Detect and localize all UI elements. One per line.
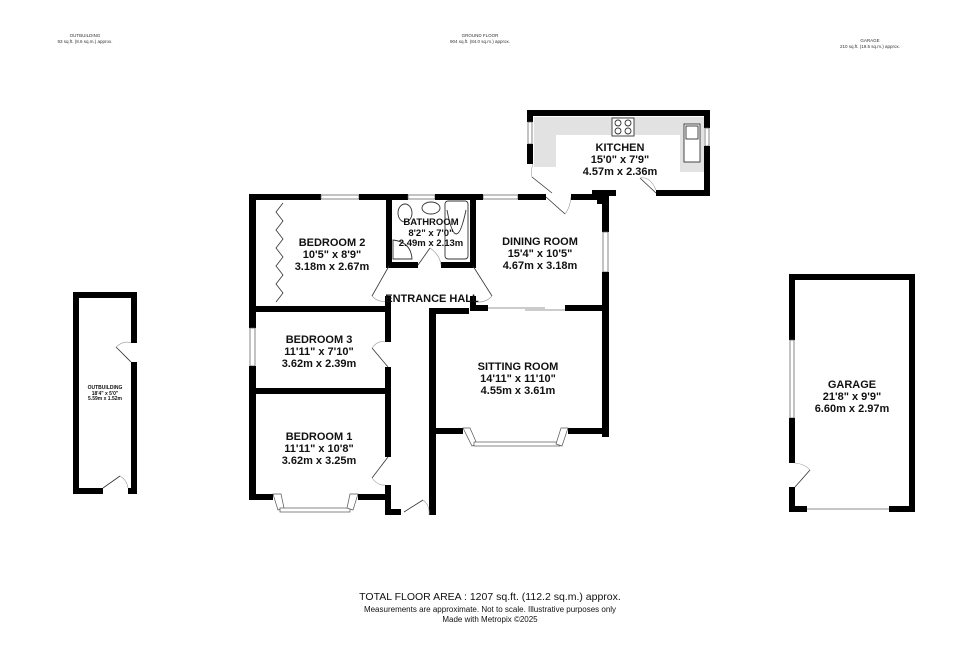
outbuilding-end-door-icon [102, 475, 121, 489]
garage-area-caption: GARAGE 210 sq.ft. (19.5 sq.m.) approx. [815, 38, 925, 49]
kitchen-metric: 4.57m x 2.36m [582, 166, 658, 178]
disclaimer: Measurements are approximate. Not to sca… [363, 605, 617, 614]
bedroom2-window-icon [320, 194, 360, 200]
room-label-bedroom-2: BEDROOM 2 10'5" x 8'9" 3.18m x 2.67m [295, 237, 370, 273]
bedroom3-metric: 3.62m x 2.39m [281, 358, 357, 370]
footer: TOTAL FLOOR AREA : 1207 sq.ft. (112.2 sq… [0, 591, 980, 625]
credit: Made with Metropix ©2025 [442, 615, 538, 624]
garage-name: GARAGE [827, 379, 877, 391]
total-floor-area: TOTAL FLOOR AREA : 1207 sq.ft. (112.2 sq… [359, 591, 621, 603]
room-label-garage: GARAGE 21'8" x 9'9" 6.60m x 2.97m [815, 379, 890, 415]
garage-caption-title: GARAGE [860, 38, 880, 43]
outbuilding-caption-title: OUTBUILDING [69, 33, 101, 38]
ground-floor-plan [249, 110, 710, 516]
bathroom-door-icon [417, 247, 431, 266]
bedroom3-imperial: 11'11" x 7'10" [284, 346, 354, 358]
dining-metric: 4.67m x 3.18m [502, 260, 578, 272]
garage-caption-area: 210 sq.ft. (19.5 sq.m.) approx. [839, 43, 901, 49]
sitting-metric: 4.55m x 3.61m [480, 385, 556, 397]
bedroom1-imperial: 11'11" x 10'8" [284, 443, 354, 455]
garage-plan [789, 274, 915, 512]
bedroom1-bay-left-icon [272, 493, 285, 511]
bedroom1-name: BEDROOM 1 [285, 431, 353, 443]
room-label-dining-room: DINING ROOM 15'4" x 10'5" 4.67m x 3.18m [502, 236, 578, 272]
room-label-bedroom-3: BEDROOM 3 11'11" x 7'10" 3.62m x 2.39m [282, 334, 357, 370]
ground-floor-caption-title: GROUND FLOOR [461, 33, 499, 38]
dining-side-window-icon [602, 231, 609, 273]
garage-imperial: 21'8" x 9'9" [822, 391, 882, 403]
bathroom-metric: 2.49m x 2.13m [398, 238, 464, 249]
bathroom-name: BATHROOM [403, 217, 459, 228]
dining-kitchen-door-icon [545, 196, 566, 215]
dining-name: DINING ROOM [502, 236, 578, 248]
kitchen-dining-door-icon [531, 176, 553, 194]
ground-floor-area-caption: GROUND FLOOR 904 sq.ft. (84.0 sq.m.) app… [420, 33, 540, 44]
bedroom3-name: BEDROOM 3 [285, 334, 353, 346]
outbuilding-plan [73, 292, 137, 494]
room-label-bathroom: BATHROOM 8'2" x 7'0" 2.49m x 2.13m [398, 217, 464, 250]
wardrobe-doors-icon [275, 202, 284, 303]
ground-floor-caption-area: 904 sq.ft. (84.0 sq.m.) approx. [449, 38, 511, 44]
bedroom2-metric: 3.18m x 2.67m [294, 261, 370, 273]
outbuilding-caption-area: 93 sq.ft. (8.6 sq.m.) approx. [57, 38, 113, 44]
room-label-sitting-room: SITTING ROOM 14'11" x 11'10" 4.55m x 3.6… [478, 361, 559, 397]
kitchen-window-right-icon [704, 127, 710, 147]
bathroom-imperial: 8'2" x 7'0" [408, 227, 454, 239]
garage-window-icon [789, 339, 795, 419]
shower-icon [392, 239, 413, 260]
kitchen-imperial: 15'0" x 7'9" [590, 154, 650, 166]
front-door-icon [403, 499, 424, 513]
entrance-name: ENTRANCE HALL [385, 293, 479, 305]
toilet-icon [397, 203, 413, 223]
bedroom2-name: BEDROOM 2 [298, 237, 366, 249]
outbuilding-imperial: 18'4" x 5'0" [91, 390, 119, 397]
sitting-bay-window-icon [473, 441, 561, 447]
hob-icon [611, 117, 635, 137]
garage-metric: 6.60m x 2.97m [814, 403, 890, 415]
bedroom1-door-icon [371, 456, 389, 479]
outbuilding-side-door-icon [115, 346, 132, 363]
room-label-entrance-hall: ENTRANCE HALL [385, 293, 479, 305]
dining-imperial: 15'4" x 10'5" [507, 248, 573, 260]
bedroom3-door-icon [371, 347, 389, 368]
kitchen-back-door-icon [639, 177, 657, 194]
room-label-kitchen: KITCHEN 15'0" x 7'9" 4.57m x 2.36m [583, 142, 658, 178]
outbuilding-area-caption: OUTBUILDING 93 sq.ft. (8.6 sq.m.) approx… [30, 33, 140, 44]
bedroom1-metric: 3.62m x 3.25m [281, 455, 357, 467]
bathroom-window-icon [407, 194, 436, 200]
outbuilding-name: OUTBUILDING [87, 385, 123, 391]
sitting-name: SITTING ROOM [477, 361, 559, 373]
basin-icon [421, 201, 441, 215]
room-label-bedroom-1: BEDROOM 1 11'11" x 10'8" 3.62m x 3.25m [282, 431, 357, 467]
sitting-imperial: 14'11" x 11'10" [480, 373, 556, 385]
garage-side-door-icon [794, 469, 811, 488]
kitchen-name: KITCHEN [595, 142, 645, 154]
bedroom2-door-icon [371, 265, 390, 297]
dining-window-icon [482, 194, 519, 200]
kitchen-window-left-icon [527, 121, 533, 145]
bedroom1-bay-window-icon [279, 507, 351, 513]
room-label-outbuilding: OUTBUILDING 18'4" x 5'0" 5.59m x 1.52m [87, 385, 123, 403]
bedroom3-window-icon [249, 327, 256, 367]
bedroom2-imperial: 10'5" x 8'9" [302, 249, 362, 261]
dining-hall-door-icon [472, 265, 493, 297]
outbuilding-metric: 5.59m x 1.52m [88, 396, 122, 403]
